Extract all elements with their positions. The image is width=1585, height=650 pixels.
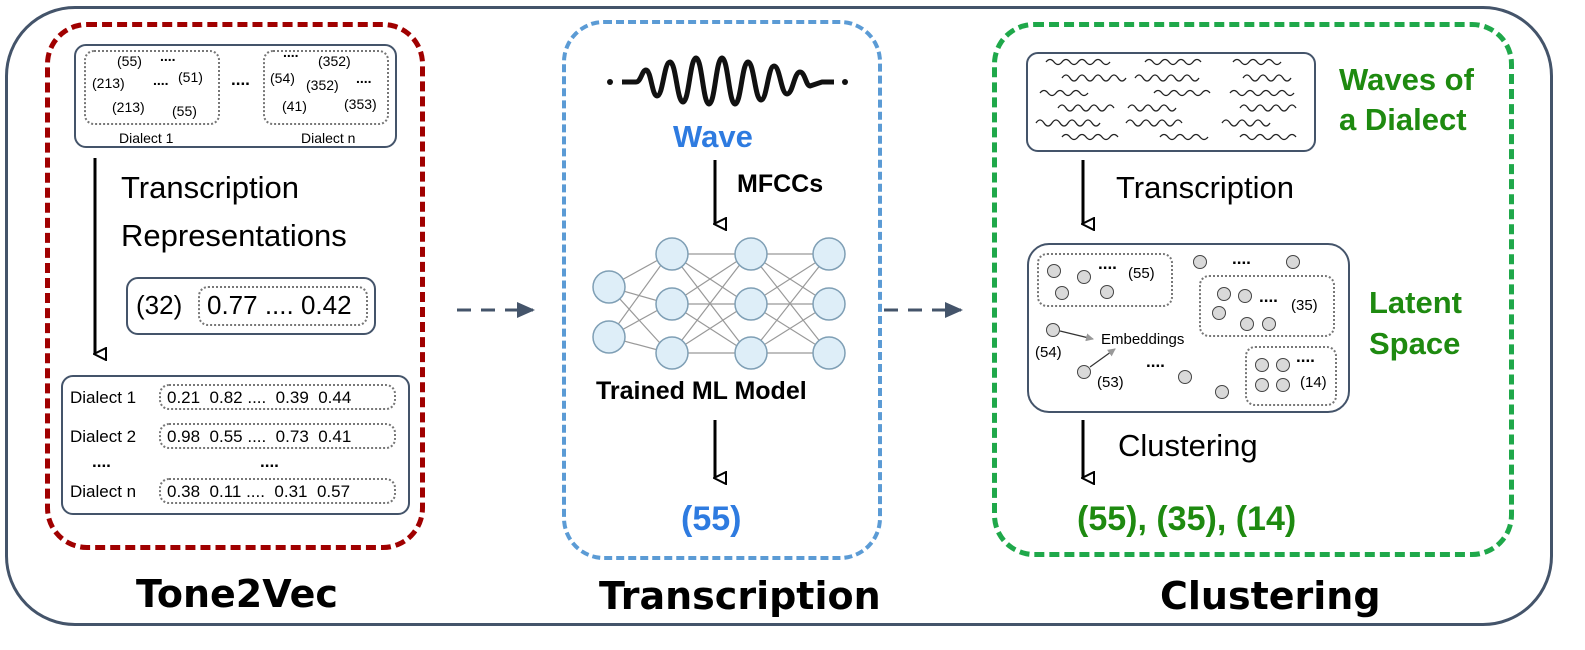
outer-frame bbox=[5, 6, 1553, 626]
embedding-point bbox=[1100, 285, 1114, 299]
latent-dots-c: .... bbox=[1259, 287, 1278, 306]
embedding-point bbox=[1077, 365, 1091, 379]
embedding-point bbox=[1178, 370, 1192, 384]
cluster-label-53: (53) bbox=[1097, 374, 1124, 391]
cluster-label-55: (55) bbox=[1128, 265, 1155, 282]
step-label-transcription: Transcription bbox=[121, 170, 300, 205]
latent-label-2: Space bbox=[1369, 326, 1461, 361]
d1-tone-a: (55) bbox=[117, 53, 142, 69]
embedding-point bbox=[1255, 378, 1269, 392]
cluster-label-14: (14) bbox=[1300, 374, 1327, 391]
clustering-step-transcription: Transcription bbox=[1116, 170, 1295, 205]
embedding-point bbox=[1255, 358, 1269, 372]
example-vector: 0.77 .... 0.42 bbox=[207, 290, 352, 320]
embedding-point bbox=[1215, 385, 1229, 399]
clustering-output: (55), (35), (14) bbox=[1077, 500, 1297, 538]
cluster-55-box bbox=[1037, 253, 1173, 307]
dialect1-label: Dialect 1 bbox=[119, 130, 174, 146]
dn-dots-b: .... bbox=[356, 70, 372, 86]
clustering-caption: Clustering bbox=[1160, 574, 1381, 618]
row3-name: .... bbox=[92, 452, 111, 471]
embedding-point bbox=[1276, 358, 1290, 372]
dialect-table bbox=[61, 375, 410, 515]
embedding-point bbox=[1238, 289, 1252, 303]
tone2vec-panel bbox=[45, 22, 425, 550]
row2-dotbox bbox=[159, 423, 396, 449]
embedding-point bbox=[1047, 264, 1061, 278]
dn-tone-d: (41) bbox=[282, 98, 307, 114]
waves-label-2: a Dialect bbox=[1339, 102, 1467, 137]
waves-label-1: Waves of bbox=[1339, 62, 1474, 97]
d1-tone-b: (213) bbox=[92, 75, 125, 91]
d1-dots-b: .... bbox=[153, 72, 169, 88]
transcription-panel bbox=[562, 20, 882, 560]
embedding-point bbox=[1286, 255, 1300, 269]
embedding-point bbox=[1055, 286, 1069, 300]
transcription-caption: Transcription bbox=[599, 574, 881, 618]
dialect-tones-box bbox=[74, 44, 397, 148]
dn-tone-b: (54) bbox=[270, 70, 295, 86]
dn-tone-c: (352) bbox=[306, 77, 339, 93]
embedding-point bbox=[1046, 323, 1060, 337]
row1-dotbox bbox=[159, 384, 396, 410]
d1-tone-c: (51) bbox=[178, 69, 203, 85]
dialectn-tones bbox=[263, 50, 389, 125]
d1-tone-e: (55) bbox=[172, 103, 197, 119]
embedding-point bbox=[1276, 378, 1290, 392]
cluster-14-box bbox=[1245, 346, 1337, 406]
row1-name: Dialect 1 bbox=[70, 388, 137, 407]
latent-dots-b: .... bbox=[1232, 249, 1251, 268]
row4-name: Dialect n bbox=[70, 482, 137, 501]
wave-label: Wave bbox=[673, 119, 753, 154]
embedding-point bbox=[1262, 317, 1276, 331]
row4-dotbox bbox=[159, 478, 396, 504]
latent-label-1: Latent bbox=[1369, 285, 1462, 320]
row4-values: 0.38 0.11 .... 0.31 0.57 bbox=[167, 482, 351, 501]
example-tone: (32) bbox=[136, 290, 183, 320]
model-label: Trained ML Model bbox=[596, 377, 807, 405]
embedding-point bbox=[1212, 306, 1226, 320]
cluster-35-box bbox=[1199, 275, 1335, 337]
row2-values: 0.98 0.55 .... 0.73 0.41 bbox=[167, 427, 352, 446]
row2-name: Dialect 2 bbox=[70, 427, 137, 446]
tone2vec-caption: Tone2Vec bbox=[136, 572, 338, 616]
waves-box bbox=[1026, 52, 1316, 152]
clustering-panel bbox=[992, 22, 1514, 557]
latent-dots-a: .... bbox=[1098, 254, 1117, 273]
dn-tone-e: (353) bbox=[344, 96, 377, 112]
d1-dots-a: .... bbox=[160, 48, 176, 64]
embeddings-label: Embeddings bbox=[1101, 331, 1185, 348]
cluster-label-35: (35) bbox=[1291, 297, 1318, 314]
dialect1-tones bbox=[84, 50, 220, 125]
between-dots: .... bbox=[231, 70, 250, 89]
cluster-label-54: (54) bbox=[1035, 344, 1062, 361]
dn-tone-a: (352) bbox=[318, 53, 351, 69]
d1-tone-d: (213) bbox=[112, 99, 145, 115]
latent-dots-d: .... bbox=[1146, 352, 1165, 371]
embedding-point bbox=[1240, 317, 1254, 331]
embedding-point bbox=[1077, 270, 1091, 284]
dn-dots-a: .... bbox=[283, 44, 299, 60]
embedding-point bbox=[1217, 287, 1231, 301]
dialectn-label: Dialect n bbox=[301, 130, 356, 146]
mfcc-label: MFCCs bbox=[737, 170, 824, 198]
row3-values: .... bbox=[260, 452, 279, 471]
row1-values: 0.21 0.82 .... 0.39 0.44 bbox=[167, 388, 352, 407]
transcription-output: (55) bbox=[681, 500, 742, 538]
step-label-representations: Representations bbox=[121, 218, 347, 253]
embedding-point bbox=[1193, 255, 1207, 269]
clustering-step-clustering: Clustering bbox=[1118, 428, 1258, 463]
latent-dots-e: .... bbox=[1296, 347, 1315, 366]
example-vector-dotbox bbox=[198, 286, 368, 326]
